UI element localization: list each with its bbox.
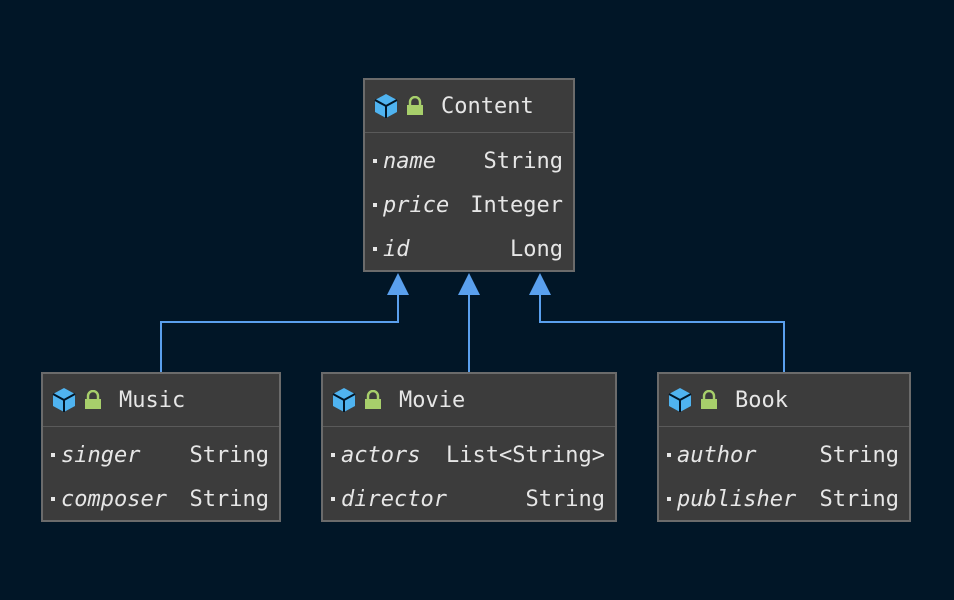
lock-icon — [701, 390, 717, 409]
attribute-name: id — [383, 236, 410, 262]
class-content[interactable]: Content name String price Integer id Lon… — [363, 78, 575, 272]
edge-music-to-content — [160, 294, 399, 372]
class-header: Music — [43, 374, 279, 427]
class-music[interactable]: Music singer String composer String — [41, 372, 281, 522]
attribute-row: singer String — [43, 433, 279, 477]
bullet-icon — [373, 247, 377, 251]
attribute-type: String — [819, 442, 899, 468]
cube-icon — [52, 388, 76, 412]
class-name: Movie — [399, 387, 466, 413]
attribute-row: actors List<String> — [323, 433, 615, 477]
bullet-icon — [51, 453, 55, 457]
inheritance-arrowhead — [387, 273, 409, 295]
class-header: Content — [365, 80, 573, 133]
cube-icon — [374, 94, 398, 118]
inheritance-arrowhead — [458, 273, 480, 295]
attribute-row: author String — [659, 433, 909, 477]
class-header: Book — [659, 374, 909, 427]
bullet-icon — [373, 203, 377, 207]
attribute-row: composer String — [43, 477, 279, 521]
attribute-name: price — [383, 192, 450, 218]
lock-icon — [365, 390, 381, 409]
attribute-row: publisher String — [659, 477, 909, 521]
attribute-name: author — [677, 442, 757, 468]
attribute-type: String — [189, 486, 269, 512]
attribute-row: price Integer — [365, 183, 573, 227]
edge-book-to-content — [539, 294, 785, 372]
class-book[interactable]: Book author String publisher String — [657, 372, 911, 522]
class-movie[interactable]: Movie actors List<String> director Strin… — [321, 372, 617, 522]
attribute-name: publisher — [677, 486, 797, 512]
lock-icon — [85, 390, 101, 409]
attribute-name: name — [383, 148, 436, 174]
attribute-row: director String — [323, 477, 615, 521]
class-name: Book — [735, 387, 788, 413]
attribute-name: actors — [341, 442, 421, 468]
attribute-type: Long — [510, 236, 563, 262]
attribute-list: name String price Integer id Long — [365, 133, 573, 271]
attribute-type: String — [819, 486, 899, 512]
bullet-icon — [373, 159, 377, 163]
bullet-icon — [51, 497, 55, 501]
attribute-row: name String — [365, 139, 573, 183]
class-name: Music — [119, 387, 186, 413]
cube-icon — [332, 388, 356, 412]
attribute-name: director — [341, 486, 447, 512]
class-header: Movie — [323, 374, 615, 427]
cube-icon — [668, 388, 692, 412]
attribute-list: actors List<String> director String — [323, 427, 615, 521]
lock-icon — [407, 96, 423, 115]
attribute-type: String — [189, 442, 269, 468]
attribute-type: Integer — [470, 192, 563, 218]
attribute-type: String — [525, 486, 605, 512]
attribute-list: author String publisher String — [659, 427, 909, 521]
attribute-name: singer — [61, 442, 141, 468]
attribute-type: String — [483, 148, 563, 174]
bullet-icon — [667, 453, 671, 457]
attribute-type: List<String> — [446, 442, 605, 468]
bullet-icon — [331, 497, 335, 501]
inheritance-arrowhead — [529, 273, 551, 295]
class-name: Content — [441, 93, 534, 119]
attribute-list: singer String composer String — [43, 427, 279, 521]
attribute-name: composer — [61, 486, 167, 512]
bullet-icon — [331, 453, 335, 457]
attribute-row: id Long — [365, 227, 573, 271]
bullet-icon — [667, 497, 671, 501]
